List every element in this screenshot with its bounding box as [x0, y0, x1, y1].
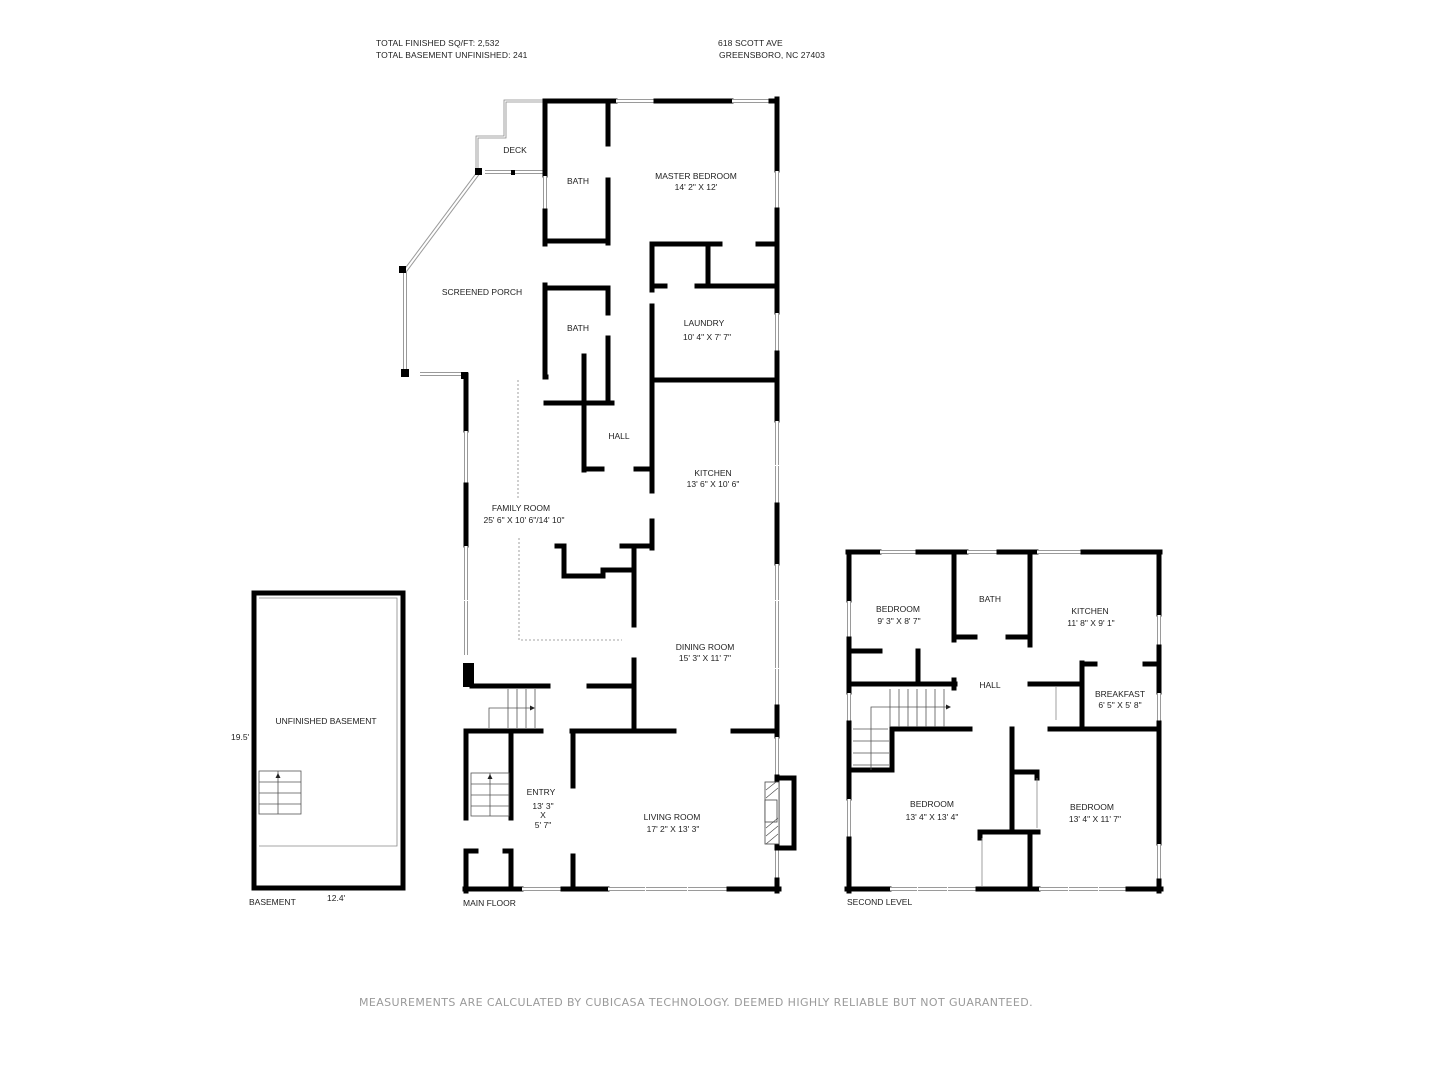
deck-outline — [475, 99, 545, 170]
room-label-bedroom-2: BEDROOM — [910, 799, 954, 809]
basement-outer-wall — [251, 590, 406, 891]
main-floor-plan: DECK BATH MASTER BEDROOM 14' 2" X 12' SC… — [399, 96, 797, 908]
room-dims-family-room: 25' 6" X 10' 6"/14' 10" — [483, 515, 564, 525]
room-dims-breakfast: 6' 5" X 5' 8" — [1098, 700, 1141, 710]
room-dims-bedroom-3: 13' 4" X 11' 7" — [1069, 814, 1121, 824]
room-dims-master-bedroom: 14' 2" X 12' — [675, 182, 718, 192]
room-label-deck: DECK — [503, 145, 527, 155]
second-level-plan: BEDROOM 9' 3" X 8' 7" BATH KITCHEN 11' 8… — [844, 549, 1164, 907]
room-label-bedroom-1: BEDROOM — [876, 604, 920, 614]
basement-dim-width: 12.4' — [327, 893, 346, 903]
room-label-screened-porch: SCREENED PORCH — [442, 287, 522, 297]
room-dims-laundry: 10' 4" X 7' 7" — [683, 332, 731, 342]
room-label-dining-room: DINING ROOM — [676, 642, 735, 652]
room-label-kitchen: KITCHEN — [694, 468, 731, 478]
main-stairs-lower-icon — [470, 772, 510, 817]
total-basement-unfinished: TOTAL BASEMENT UNFINISHED: 241 — [376, 50, 528, 60]
room-label-bath-1: BATH — [567, 176, 589, 186]
room-dims-bedroom-2: 13' 4" X 13' 4" — [906, 812, 959, 822]
room-dims-living-room: 17' 2" X 13' 3" — [647, 824, 700, 834]
room-label-family-room: FAMILY ROOM — [492, 503, 550, 513]
basement-stairs-icon — [258, 770, 302, 815]
basement-inner-line — [259, 597, 398, 847]
room-label-master-bedroom: MASTER BEDROOM — [655, 171, 737, 181]
room-label-laundry: LAUNDRY — [684, 318, 725, 328]
second-stairs-icon — [853, 689, 951, 770]
level-label-second-level: SECOND LEVEL — [847, 897, 912, 907]
room-dims-entry-3: 5' 7" — [535, 820, 551, 830]
room-label-hall: HALL — [608, 431, 630, 441]
address-city: GREENSBORO, NC 27403 — [719, 50, 825, 60]
room-dims-bedroom-1: 9' 3" X 8' 7" — [877, 616, 920, 626]
room-dims-dining-room: 15' 3" X 11' 7" — [679, 653, 731, 663]
fireplace-icon — [764, 775, 797, 851]
header-sqft: TOTAL FINISHED SQ/FT: 2,532 TOTAL BASEME… — [376, 37, 527, 61]
basement-dim-height: 19.5' — [231, 732, 250, 742]
room-label-unfinished-basement: UNFINISHED BASEMENT — [275, 716, 376, 726]
room-dims-kitchen: 13' 6" X 10' 6" — [687, 479, 740, 489]
disclaimer-text: MEASUREMENTS ARE CALCULATED BY CUBICASA … — [358, 996, 1034, 1009]
room-label-kitchen-second: KITCHEN — [1071, 606, 1108, 616]
room-label-bath-2: BATH — [567, 323, 589, 333]
room-label-bath-second: BATH — [979, 594, 1001, 604]
address-street: 618 SCOTT AVE — [718, 38, 783, 48]
room-dims-entry-1: 13' 3" — [532, 801, 553, 811]
room-label-entry: ENTRY — [527, 787, 556, 797]
room-label-bedroom-3: BEDROOM — [1070, 802, 1114, 812]
room-dims-kitchen-second: 11' 8" X 9' 1" — [1067, 618, 1114, 628]
room-label-hall-second: HALL — [979, 680, 1001, 690]
level-label-main-floor: MAIN FLOOR — [463, 898, 516, 908]
room-label-living-room: LIVING ROOM — [644, 812, 701, 822]
level-label-basement: BASEMENT — [249, 897, 296, 907]
room-label-breakfast: BREAKFAST — [1095, 689, 1145, 699]
room-dims-entry-2: X — [540, 810, 546, 820]
header-address: 618 SCOTT AVE GREENSBORO, NC 27403 — [718, 37, 825, 61]
main-stairs-upper-icon — [488, 689, 536, 728]
total-finished-sqft: TOTAL FINISHED SQ/FT: 2,532 — [376, 38, 500, 48]
basement-plan: UNFINISHED BASEMENT 19.5' 12.4' BASEMENT — [231, 590, 406, 907]
